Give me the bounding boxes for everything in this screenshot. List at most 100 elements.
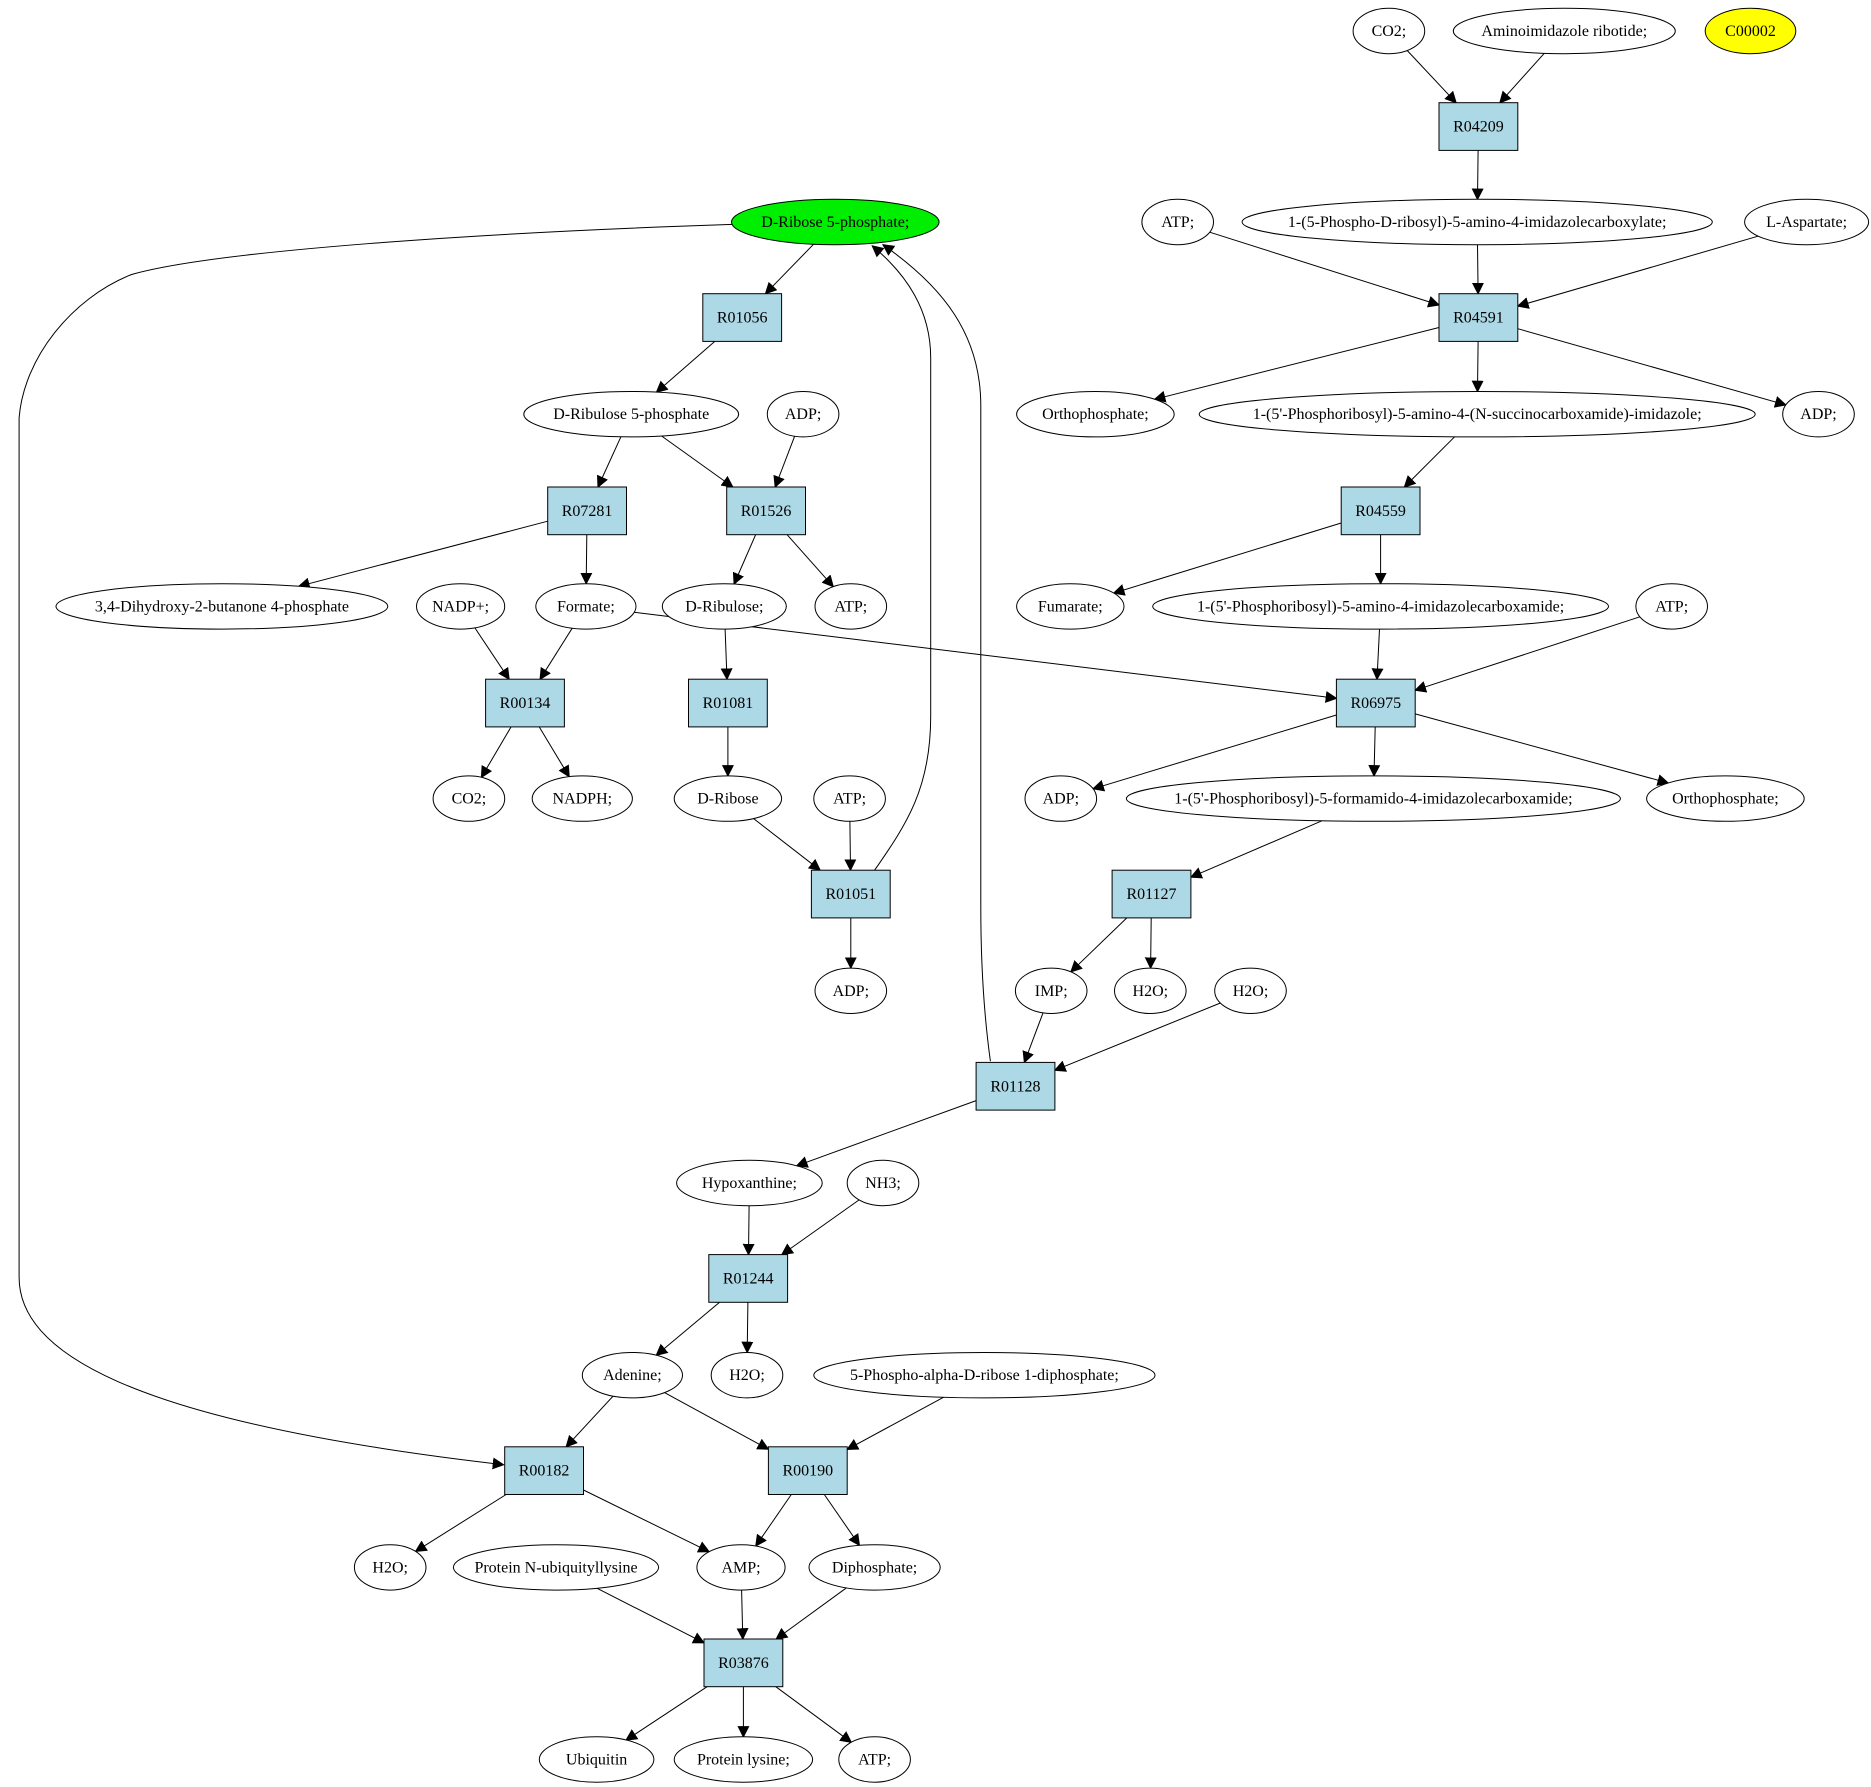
reaction-node: R01051 <box>810 869 891 919</box>
reaction-node: R07281 <box>547 486 628 536</box>
compound-node: H2O; <box>710 1352 784 1399</box>
reaction-box <box>1438 293 1519 342</box>
reaction-box <box>1340 486 1421 536</box>
compound-label: Protein N-ubiquityllysine <box>474 1559 637 1576</box>
reaction-box <box>1335 678 1416 728</box>
reaction-label: R01081 <box>703 695 754 712</box>
edge-R03876-to-ubiq <box>625 1686 708 1741</box>
compound-ellipse <box>1141 198 1214 246</box>
edge-R03876-to-atp_5 <box>775 1686 853 1744</box>
compound-node: 1-(5'-Phosphoribosyl)-5-amino-4-imidazol… <box>1152 583 1609 630</box>
edge-R04591-to-adp_1 <box>1517 328 1787 408</box>
compound-label: Orthophosphate; <box>1042 406 1149 423</box>
compound-ellipse <box>1114 967 1187 1014</box>
compound-ellipse <box>531 775 633 822</box>
edge-R00182-to-h2o_4 <box>414 1494 507 1553</box>
compound-node: D-Ribulose; <box>661 583 787 630</box>
compound-node: NADPH; <box>531 775 633 822</box>
reaction-box <box>1438 102 1519 151</box>
compound-node: 5-Phospho-alpha-D-ribose 1-diphosphate; <box>813 1352 1156 1399</box>
reaction-box <box>1111 869 1192 919</box>
compound-label: CO2; <box>452 791 487 808</box>
reaction-label: R04559 <box>1355 503 1406 520</box>
compound-label: 3,4-Dihydroxy-2-butanone 4-phosphate <box>95 598 349 615</box>
compound-node: Protein lysine; <box>673 1736 814 1783</box>
compound-ellipse <box>813 1352 1156 1399</box>
compound-node: IMP; <box>1014 967 1088 1014</box>
compound-node: AMP; <box>696 1544 786 1591</box>
reaction-node: R00190 <box>767 1446 848 1496</box>
compound-ellipse <box>581 1352 684 1399</box>
compound-node: CO2; <box>1352 7 1426 55</box>
edge-ru5p-to-R07281 <box>597 436 622 489</box>
reaction-label: R07281 <box>562 503 613 520</box>
compound-label: NH3; <box>865 1175 901 1192</box>
reaction-node: R00134 <box>485 678 565 728</box>
edge-amp-to-R03876 <box>736 1589 749 1641</box>
reaction-label: R01056 <box>717 310 768 327</box>
compound-ellipse <box>1198 391 1756 438</box>
compound-node: L-Aspartate; <box>1744 198 1870 246</box>
edge-r5p-to-R00182 <box>18 223 733 1470</box>
edge-R00190-to-amp <box>755 1494 792 1547</box>
compound-node: H2O; <box>1114 967 1187 1014</box>
compound-node: ATP; <box>1635 583 1708 630</box>
compound-ellipse <box>1782 391 1855 438</box>
edge-R01056-to-ru5p <box>655 341 716 393</box>
compound-label: Aminoimidazole ribotide; <box>1481 23 1647 40</box>
compound-node: Ubiquitin <box>538 1736 655 1783</box>
compound-label: ADP; <box>833 983 869 1000</box>
edge-imp-to-R01128 <box>1022 1012 1044 1064</box>
reaction-node: R03876 <box>703 1638 784 1688</box>
compound-ellipse <box>1744 198 1870 246</box>
compound-label: H2O; <box>372 1559 408 1576</box>
reaction-label: R01128 <box>990 1078 1040 1095</box>
compound-node: Orthophosphate; <box>1646 775 1805 822</box>
compound-node: Fumarate; <box>1016 583 1125 630</box>
compound-label: CO2; <box>1372 23 1407 40</box>
compound-node: CO2; <box>432 775 506 822</box>
compound-label: D-Ribose <box>697 791 758 808</box>
compound-ellipse <box>673 1736 814 1783</box>
reaction-node: R01526 <box>726 486 807 536</box>
edge-R07281-to-dhbp <box>297 520 548 590</box>
compound-ellipse <box>1352 7 1426 55</box>
compound-label: ATP; <box>1655 598 1688 615</box>
compound-label: IMP; <box>1035 983 1068 1000</box>
compound-node: D-Ribose 5-phosphate; <box>731 198 940 246</box>
compound-ellipse <box>1014 967 1088 1014</box>
compound-node: Adenine; <box>581 1352 684 1399</box>
compound-label: Ubiquitin <box>566 1752 627 1769</box>
reaction-label: R00134 <box>500 695 551 712</box>
compound-label: ATP; <box>1161 214 1194 231</box>
compound-label: Diphosphate; <box>832 1559 917 1576</box>
edge-R06975-to-faicar <box>1368 726 1381 778</box>
compound-ellipse <box>696 1544 786 1591</box>
compound-ellipse <box>416 583 506 630</box>
compound-ellipse <box>813 775 886 822</box>
compound-ellipse <box>808 1544 941 1591</box>
edge-R01526-to-atp_2 <box>786 534 834 588</box>
reaction-box <box>708 1254 789 1303</box>
reaction-node: R01056 <box>702 293 783 342</box>
reaction-node: R01127 <box>1111 869 1192 919</box>
compound-ellipse <box>432 775 506 822</box>
reaction-node: R04209 <box>1438 102 1519 151</box>
compound-ellipse <box>676 1159 823 1207</box>
compound-label: H2O; <box>1133 983 1169 1000</box>
reaction-node: R01081 <box>688 678 768 728</box>
compound-label: AMP; <box>721 1559 760 1576</box>
compound-label: H2O; <box>1233 983 1269 1000</box>
edge-nh3-to-R01244 <box>780 1199 860 1256</box>
compound-node: ATP; <box>814 583 888 630</box>
compound-ellipse <box>55 583 389 630</box>
reaction-box <box>975 1061 1056 1111</box>
compound-ellipse <box>814 967 888 1014</box>
edge-R01128-to-r5p <box>882 244 991 1062</box>
compound-ellipse <box>523 391 740 438</box>
reaction-box <box>767 1446 848 1496</box>
compound-label: Protein lysine; <box>697 1752 790 1769</box>
node-layer: CO2;Aminoimidazole ribotide;C00002ATP;1-… <box>55 7 1870 1783</box>
compound-label: ATP; <box>834 598 867 615</box>
reaction-box <box>504 1446 585 1496</box>
